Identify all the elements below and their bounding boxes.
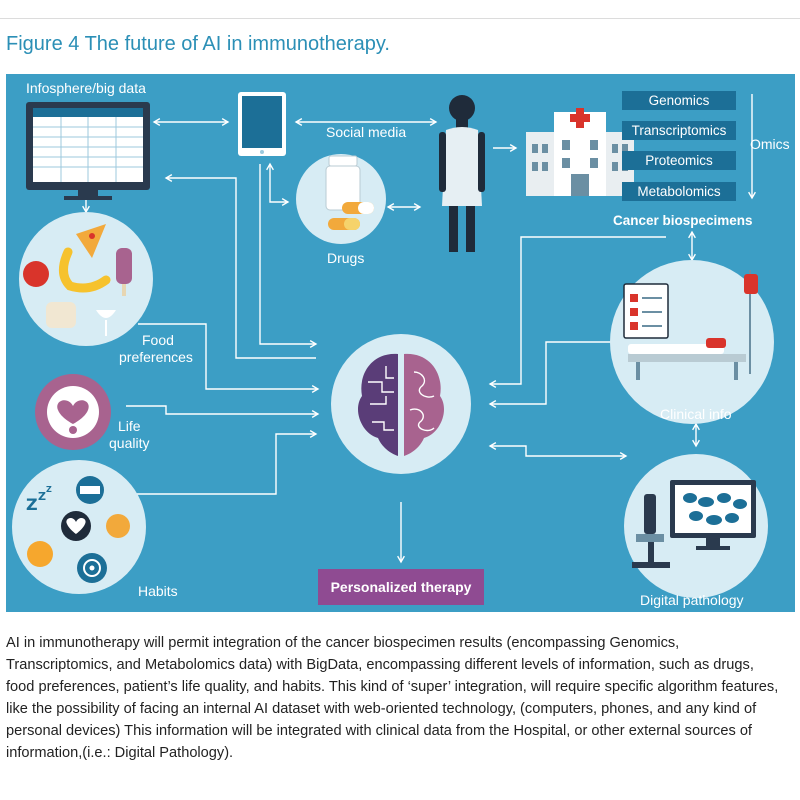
svg-text:Z: Z — [26, 495, 38, 514]
life-quality-icon — [35, 374, 111, 450]
cancer-biospecimens-label: Cancer biospecimens — [613, 213, 753, 228]
phone-brain-arrow-1 — [259, 164, 318, 348]
diagram-panel: Z Z Z — [6, 74, 795, 612]
pathology-brain-arrow — [488, 442, 628, 460]
top-divider — [0, 18, 800, 19]
diagram-artwork: Z Z Z — [12, 92, 774, 598]
digital-pathology-label: Digital pathology — [640, 592, 744, 608]
monitor-brain-arrow — [164, 174, 316, 359]
omics-metabolomics: Metabolomics — [622, 182, 736, 201]
food-label-line1: Food — [142, 332, 174, 348]
connector-arrows — [82, 94, 756, 564]
monitor-icon — [26, 102, 150, 200]
habits-label: Habits — [138, 583, 178, 599]
svg-text:Z: Z — [46, 485, 52, 494]
food-label-line2: preferences — [119, 349, 193, 365]
clinical-brain-arrow — [488, 341, 614, 408]
omics-label: Omics — [750, 136, 790, 152]
food-brain-arrow — [138, 323, 320, 393]
life-label-line2: quality — [109, 435, 150, 451]
personalized-therapy-box: Personalized therapy — [318, 569, 484, 605]
social-media-label: Social media — [326, 124, 407, 140]
svg-text:Z: Z — [38, 490, 46, 503]
food-icon — [19, 212, 153, 346]
omics-proteomics: Proteomics — [622, 151, 736, 170]
figure-title: Figure 4 The future of AI in immunothera… — [6, 33, 390, 55]
drugs-icon — [296, 154, 386, 244]
biospecimens-brain-arrow — [488, 236, 666, 388]
brain-icon — [331, 334, 471, 474]
figure-caption: AI in immunotherapy will permit integrat… — [6, 635, 779, 761]
omics-transcriptomics: Transcriptomics — [622, 121, 736, 140]
life-label-line1: Life — [118, 418, 141, 434]
habits-brain-arrow — [124, 430, 318, 495]
omics-genomics: Genomics — [622, 91, 736, 110]
hospital-icon — [526, 108, 634, 196]
life-brain-arrow — [126, 405, 320, 418]
clinical-info-icon — [610, 260, 774, 424]
phone-icon — [238, 92, 286, 156]
person-icon — [439, 95, 485, 252]
phone-drugs-arrow — [266, 162, 290, 206]
drugs-label: Drugs — [327, 250, 365, 266]
clinical-info-label: Clinical info — [660, 406, 732, 422]
digital-pathology-icon — [624, 454, 768, 598]
infosphere-label: Infosphere/big data — [26, 80, 146, 96]
habits-icon: Z Z Z — [12, 460, 146, 594]
